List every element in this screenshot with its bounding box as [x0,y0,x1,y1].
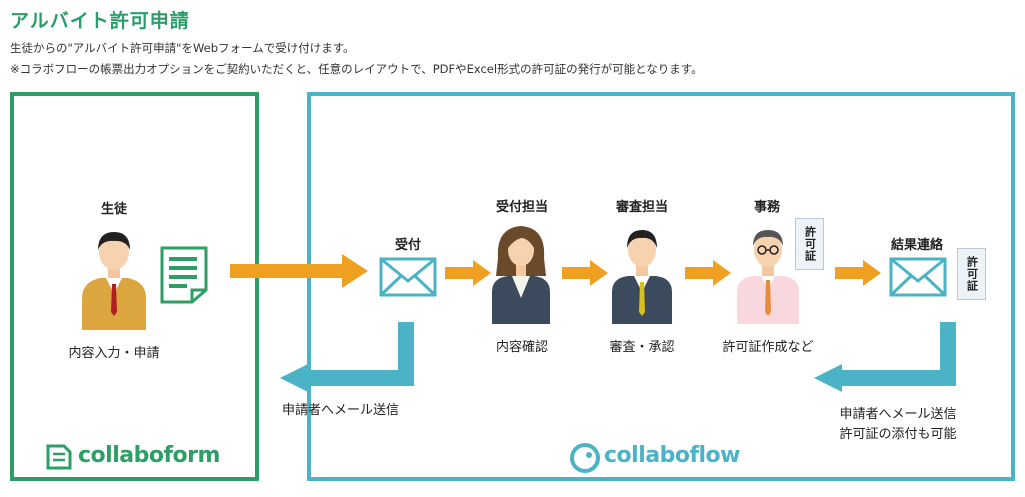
permit-document-office: 許可証 [795,218,824,270]
arrow-to-reviewer [562,260,608,286]
description-line-1: 生徒からの"アルバイト許可申請"をWebフォームで受け付けます。 [10,41,355,55]
office-label: 事務 [753,200,780,215]
receptionist-caption: 内容確認 [495,340,548,355]
arrow-to-result [835,260,881,286]
permit-document-result: 許可証 [957,248,986,300]
return-arrow-left [280,322,414,392]
office-caption: 許可証作成など [722,340,814,355]
reception-mail-icon [379,257,437,297]
collaboflow-frame [307,92,1015,481]
student-label: 生徒 [100,202,127,217]
student-caption: 内容入力・申請 [68,346,160,361]
return-right-caption-2: 許可証の添付も可能 [839,427,957,442]
form-document-icon [160,246,208,304]
reception-label: 受付 [394,238,421,253]
receptionist-figure [492,226,550,324]
return-left-caption: 申請者へメール送信 [282,403,400,418]
collaboflow-logo-icon [570,443,600,473]
arrow-to-receptionist [445,260,491,286]
student-figure [82,232,146,330]
collaboform-frame [10,92,259,481]
arrow-to-office [685,260,731,286]
page-title: アルバイト許可申請 [10,10,190,32]
return-right-caption-1: 申請者へメール送信 [839,407,957,422]
collaboform-logo-icon [46,444,72,470]
reviewer-caption: 審査・承認 [609,340,675,355]
submit-arrow [230,254,368,288]
result-mail-icon [889,257,947,297]
reviewer-figure [612,230,672,324]
reviewer-label: 審査担当 [615,200,668,215]
collaboflow-logo: collaboflow [604,443,741,468]
description-line-2: ※コラボフローの帳票出力オプションをご契約いただくと、任意のレイアウトで、PDF… [10,62,703,76]
office-staff-figure [737,230,799,324]
result-label: 結果連絡 [890,238,943,253]
receptionist-label: 受付担当 [495,200,548,215]
collaboform-logo: collaboform [78,443,220,468]
return-arrow-right [814,322,956,392]
